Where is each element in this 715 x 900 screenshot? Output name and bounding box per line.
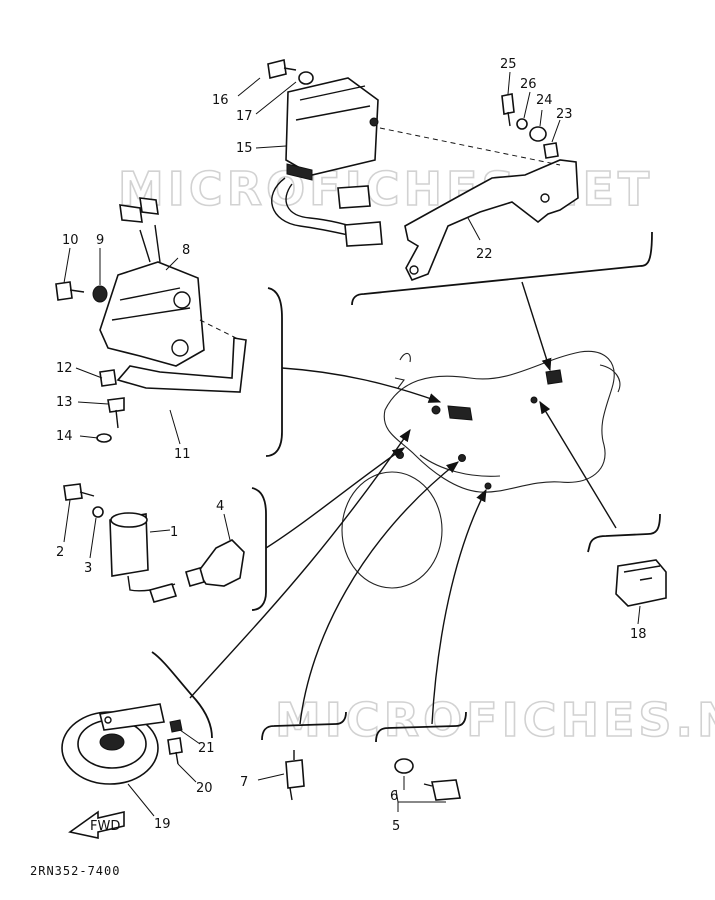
callout-26: 26	[520, 77, 537, 92]
washer-3	[92, 506, 104, 518]
callout-18: 18	[630, 627, 647, 642]
callout-25: 25	[500, 57, 517, 72]
bolt-20	[167, 737, 183, 765]
bracket-group-right	[587, 513, 661, 553]
grommet-24	[529, 126, 547, 142]
switch-7	[285, 750, 305, 801]
regulator-box	[271, 77, 383, 247]
callout-3: 3	[84, 561, 92, 576]
callout-8: 8	[182, 243, 190, 258]
watermark-bottom: MICROFICHES.NET	[275, 693, 715, 747]
washer-17	[298, 71, 314, 85]
arrow-horn-group	[189, 428, 411, 699]
callout-20: 20	[196, 781, 213, 796]
callout-12: 12	[56, 361, 73, 376]
arrow-relay-group	[539, 400, 617, 529]
callout-13: 13	[56, 395, 73, 410]
bracket-group-5-6	[375, 711, 467, 743]
bracket-11	[116, 319, 247, 393]
fwd-label: FWD	[90, 819, 120, 834]
horn-19	[61, 703, 165, 785]
washer-26	[516, 118, 528, 130]
leader-lines	[63, 71, 641, 817]
callout-5: 5	[392, 819, 400, 834]
callout-2: 2	[56, 545, 64, 560]
callout-6: 6	[390, 789, 398, 804]
fastener-12-14	[96, 369, 125, 443]
callout-4: 4	[216, 499, 224, 514]
leader-15-22	[379, 127, 561, 166]
callout-23: 23	[556, 107, 573, 122]
bolt-16	[267, 59, 297, 79]
callout-22: 22	[476, 247, 493, 262]
bracket-22	[404, 159, 579, 282]
arrow-switch-group	[281, 367, 442, 403]
callout-7: 7	[240, 775, 248, 790]
callout-15: 15	[236, 141, 253, 156]
switch-5	[423, 779, 461, 801]
nut-21	[169, 719, 183, 733]
callout-11: 11	[174, 447, 191, 462]
bracket-group-left-upper	[265, 287, 283, 457]
switch-assembly-8	[99, 197, 205, 367]
callout-14: 14	[56, 429, 73, 444]
arrow-coil-group	[265, 447, 406, 549]
arrow-group-7	[299, 461, 459, 725]
bracket-group-top	[351, 231, 653, 306]
collar-23	[543, 142, 559, 159]
arrow-group-5-6	[431, 488, 487, 725]
arrow-top-group	[521, 281, 552, 372]
plug-cap-4	[185, 539, 245, 587]
fastener-25	[501, 93, 515, 127]
bolt-10	[55, 281, 85, 301]
bracket-group-horn	[151, 651, 213, 739]
washer-9	[92, 285, 108, 303]
callout-21: 21	[198, 741, 215, 756]
ignition-coil-1	[109, 512, 178, 603]
callout-19: 19	[154, 817, 171, 832]
fwd-arrow: FWD	[68, 810, 125, 839]
callout-24: 24	[536, 93, 553, 108]
bracket-group-7	[261, 711, 347, 741]
callout-1: 1	[170, 525, 178, 540]
callout-9: 9	[96, 233, 104, 248]
relay-18	[615, 559, 667, 607]
callout-17: 17	[236, 109, 253, 124]
washer-6	[394, 758, 414, 774]
diagram-code: 2RN352-7400	[30, 864, 120, 878]
callout-16: 16	[212, 93, 229, 108]
bolt-2	[63, 483, 95, 501]
bracket-group-left-lower	[251, 487, 267, 611]
callout-10: 10	[62, 233, 79, 248]
frame-outline	[341, 350, 621, 589]
